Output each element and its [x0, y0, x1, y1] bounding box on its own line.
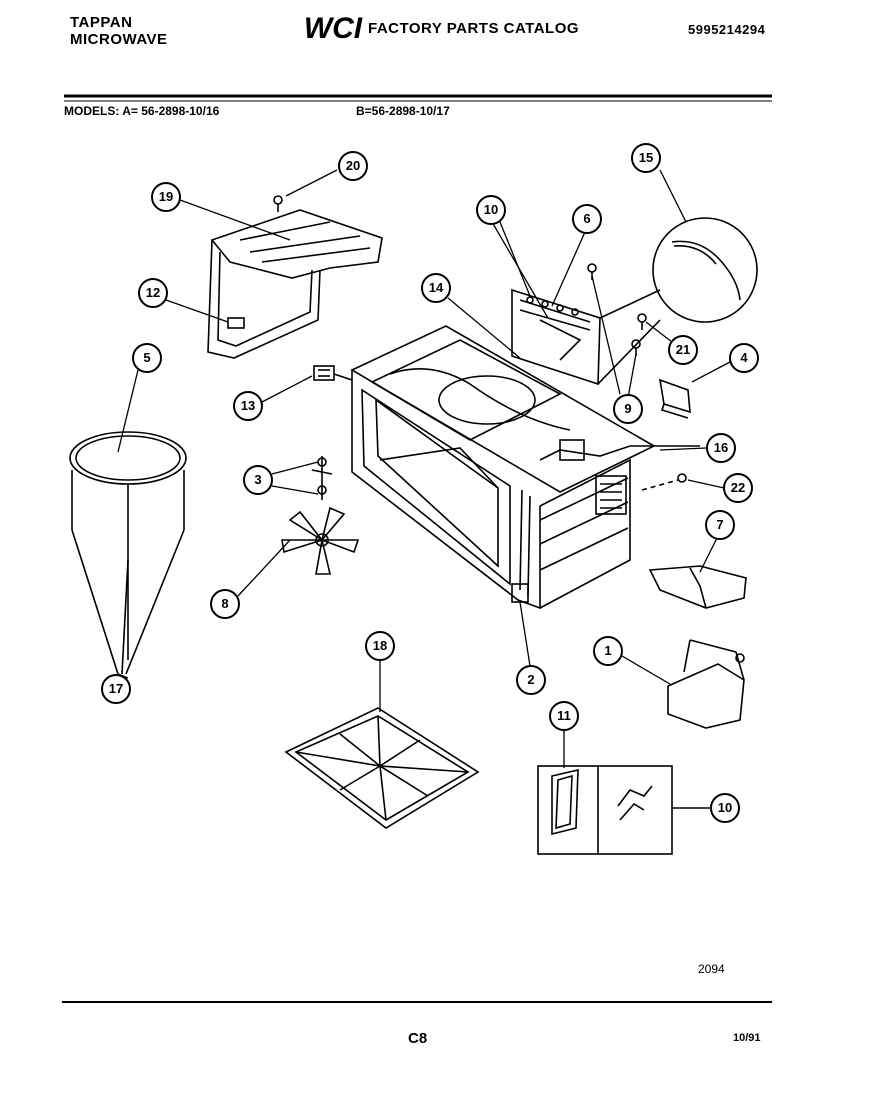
callout-label-11: 11 — [557, 708, 571, 723]
callout-21 — [668, 335, 698, 365]
catalog-date: 10/91 — [733, 1032, 761, 1044]
callout-7 — [705, 510, 735, 540]
callout-label-1: 1 — [604, 643, 612, 658]
part-cabinet — [350, 325, 656, 610]
callout-label-20: 20 — [345, 158, 361, 173]
callout-label-4: 4 — [740, 350, 748, 365]
callout-label-17: 17 — [108, 681, 124, 696]
callout-3 — [243, 465, 273, 495]
callout-1 — [593, 636, 623, 666]
part-bracket-4 — [658, 378, 691, 419]
part-inset-box — [537, 765, 710, 855]
part-fan-blade-8 — [281, 506, 360, 575]
part-tray-18 — [284, 707, 480, 829]
callout-8 — [210, 589, 240, 619]
diagram-code: 2094 — [698, 962, 725, 976]
callout-label-12: 12 — [145, 285, 161, 300]
callout-label-6: 6 — [583, 211, 591, 226]
callout-20 — [338, 151, 368, 181]
callout-label-7: 7 — [716, 517, 724, 532]
callout-label-15: 15 — [638, 150, 654, 165]
callout-label-21: 21 — [675, 342, 691, 357]
callout-label-10-bottom: 10 — [717, 800, 733, 815]
callout-12 — [138, 278, 168, 308]
callout-18 — [365, 631, 395, 661]
part-screw-21 — [637, 313, 647, 330]
leader-lines — [117, 169, 731, 768]
part-screw-9 — [587, 263, 641, 356]
brand-block: TAPPAN MICROWAVE — [70, 14, 168, 48]
callout-6 — [572, 204, 602, 234]
product-type: MICROWAVE — [70, 31, 168, 48]
catalog-number: 5995214294 — [688, 22, 766, 37]
callout-label-22: 22 — [730, 480, 746, 495]
part-clip-13 — [313, 365, 335, 381]
part-wire-detail-15 — [652, 217, 758, 323]
callout-19 — [151, 182, 181, 212]
callout-15 — [631, 143, 661, 173]
model-a-label: MODELS: A= 56-2898-10/16 — [64, 104, 220, 118]
callout-2 — [516, 665, 546, 695]
callout-label-9: 9 — [624, 401, 632, 416]
callout-label-13: 13 — [240, 398, 256, 413]
callout-label-19: 19 — [158, 189, 174, 204]
callout-4 — [729, 343, 759, 373]
part-support-17 — [71, 529, 185, 675]
brand-name: TAPPAN — [70, 14, 133, 31]
callout-label-2: 2 — [527, 672, 535, 687]
callout-11 — [549, 701, 579, 731]
callout-label-5: 5 — [143, 350, 151, 365]
callout-label-10-top: 10 — [483, 202, 499, 217]
part-top-panel — [207, 209, 383, 359]
part-harness-16 — [539, 439, 700, 461]
callout-5 — [132, 343, 162, 373]
svg-text:WCI: WCI — [304, 12, 363, 42]
wci-logo: WCI — [302, 12, 364, 42]
callout-14 — [421, 273, 451, 303]
callout-10-bottom — [710, 793, 740, 823]
callout-label-8: 8 — [221, 596, 229, 611]
callout-16 — [706, 433, 736, 463]
page-number: C8 — [408, 1030, 428, 1047]
part-duct-1 — [667, 639, 745, 729]
callout-label-3: 3 — [254, 472, 262, 487]
part-screw-22 — [641, 473, 687, 491]
callout-9 — [613, 394, 643, 424]
model-b-label: B=56-2898-10/17 — [356, 104, 450, 118]
callout-10-top — [476, 195, 506, 225]
callout-label-16: 16 — [713, 440, 729, 455]
part-air-guide-7 — [648, 565, 747, 609]
callout-label-18: 18 — [372, 638, 388, 653]
part-ring-5 — [69, 431, 187, 660]
part-control-bracket — [511, 288, 661, 386]
callout-22 — [723, 473, 753, 503]
callout-17 — [101, 674, 131, 704]
catalog-title: FACTORY PARTS CATALOG — [368, 20, 580, 37]
callout-13 — [233, 391, 263, 421]
callout-label-14: 14 — [428, 280, 444, 295]
part-screw-20 — [273, 195, 283, 212]
